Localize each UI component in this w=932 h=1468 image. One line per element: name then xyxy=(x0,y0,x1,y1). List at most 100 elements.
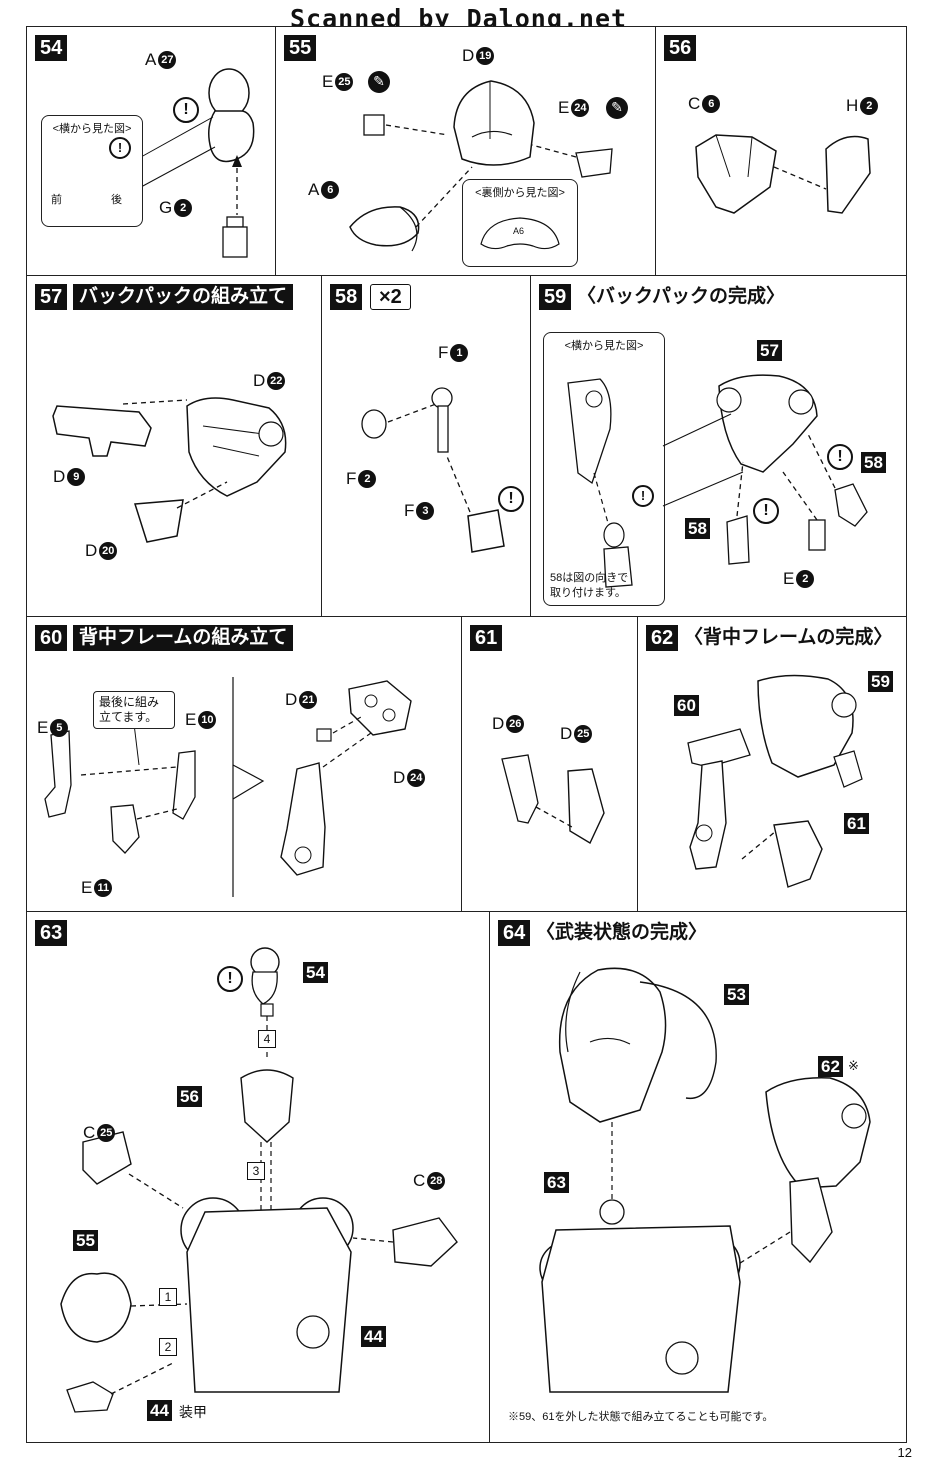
caution-icon: ! xyxy=(753,498,779,524)
box-caption: <裏側から見た図> xyxy=(475,187,565,199)
box-caption: <横から見た図> xyxy=(564,340,644,352)
step-62-panel: 62 〈背中フレームの完成〉 59 60 61 xyxy=(637,616,907,912)
caution-icon: ! xyxy=(109,137,131,159)
order-step-3: 3 xyxy=(247,1162,265,1180)
step-number: 56 xyxy=(664,35,697,61)
armor-label: 装甲 xyxy=(179,1404,207,1420)
step-number: 62 xyxy=(646,625,679,651)
step-64-illustration xyxy=(539,967,871,1393)
order-step-1: 1 xyxy=(159,1288,177,1306)
step-ref-57: 57 xyxy=(757,340,782,361)
step-ref-44: 44 xyxy=(361,1326,386,1347)
box-caption: <横から見た図> xyxy=(52,123,132,135)
step-title: 〈背中フレームの完成〉 xyxy=(684,627,893,648)
step-ref-53: 53 xyxy=(724,984,749,1005)
step-number: 58 xyxy=(330,284,363,310)
step-title: 〈バックパックの完成〉 xyxy=(577,286,786,307)
step-ref-58: 58 xyxy=(861,452,886,473)
step-number: 55 xyxy=(284,35,317,61)
final-assembly-callout: 最後に組み立てます。 xyxy=(93,691,175,729)
asterisk-mark: ※ xyxy=(848,1058,859,1073)
page-number: 12 xyxy=(897,1445,912,1460)
callout-line-1: 最後に組み xyxy=(99,695,160,709)
step-title: バックパックの組み立て xyxy=(73,284,294,310)
step-57-illustration xyxy=(52,397,287,543)
orientation-note: 58は図の向きで取り付けます。 xyxy=(550,572,629,599)
sticker-icon: ✎ xyxy=(606,97,628,119)
step-number: 63 xyxy=(35,920,68,946)
caution-icon: ! xyxy=(173,97,199,123)
step-60-illustration xyxy=(44,677,412,897)
step-ref-59: 59 xyxy=(868,671,893,692)
step-ref-61: 61 xyxy=(844,813,869,834)
step-number: 61 xyxy=(470,625,503,651)
step-ref-58: 58 xyxy=(685,518,710,539)
caution-icon: ! xyxy=(498,486,524,512)
step-56-illustration xyxy=(695,134,871,214)
order-step-2: 2 xyxy=(159,1338,177,1356)
callout-line-2: 立てます。 xyxy=(99,710,158,724)
caution-icon: ! xyxy=(827,444,853,470)
step-ref-55: 55 xyxy=(73,1230,98,1251)
step-ref-60: 60 xyxy=(674,695,699,716)
step-ref-54: 54 xyxy=(303,962,328,983)
step-59-illustration xyxy=(662,374,868,565)
step-number: 54 xyxy=(35,35,68,61)
step-55-illustration xyxy=(349,80,613,252)
order-step-4: 4 xyxy=(258,1030,276,1048)
front-label: 前 xyxy=(51,194,62,206)
step-62-illustration xyxy=(687,674,863,888)
step-ref-63: 63 xyxy=(544,1172,569,1193)
step-64-panel: 64 〈武装状態の完成〉 53 62 ※ 63 ※59、61を外した状態で組み立… xyxy=(489,911,907,1443)
step-title: 〈武装状態の完成〉 xyxy=(536,922,708,943)
step-title: 背中フレームの組み立て xyxy=(73,625,294,651)
step-ref-56: 56 xyxy=(177,1086,202,1107)
multiplier-badge: ×2 xyxy=(370,284,411,310)
step-58-illustration xyxy=(361,387,505,553)
sticker-icon: ✎ xyxy=(368,71,390,93)
side-view-box: <横から見た図> xyxy=(41,115,143,227)
step-number: 60 xyxy=(35,625,68,651)
side-view-box: <横から見た図> ! 58は図の向きで取り付けます。 xyxy=(543,332,665,606)
step-number: 64 xyxy=(498,920,531,946)
step-number: 57 xyxy=(35,284,68,310)
footnote: ※59、61を外した状態で組み立てることも可能です。 xyxy=(508,1411,774,1423)
caution-icon: ! xyxy=(632,485,654,507)
step-59-panel: 59 〈バックパックの完成〉 <横から見た図> ! 58は図の向きで取り付けます… xyxy=(530,275,907,617)
caution-icon: ! xyxy=(217,966,243,992)
back-label: 後 xyxy=(111,194,122,206)
part-code-label: A6 xyxy=(513,226,525,236)
step-number: 59 xyxy=(539,284,572,310)
step-ref-62: 62 xyxy=(818,1056,843,1077)
